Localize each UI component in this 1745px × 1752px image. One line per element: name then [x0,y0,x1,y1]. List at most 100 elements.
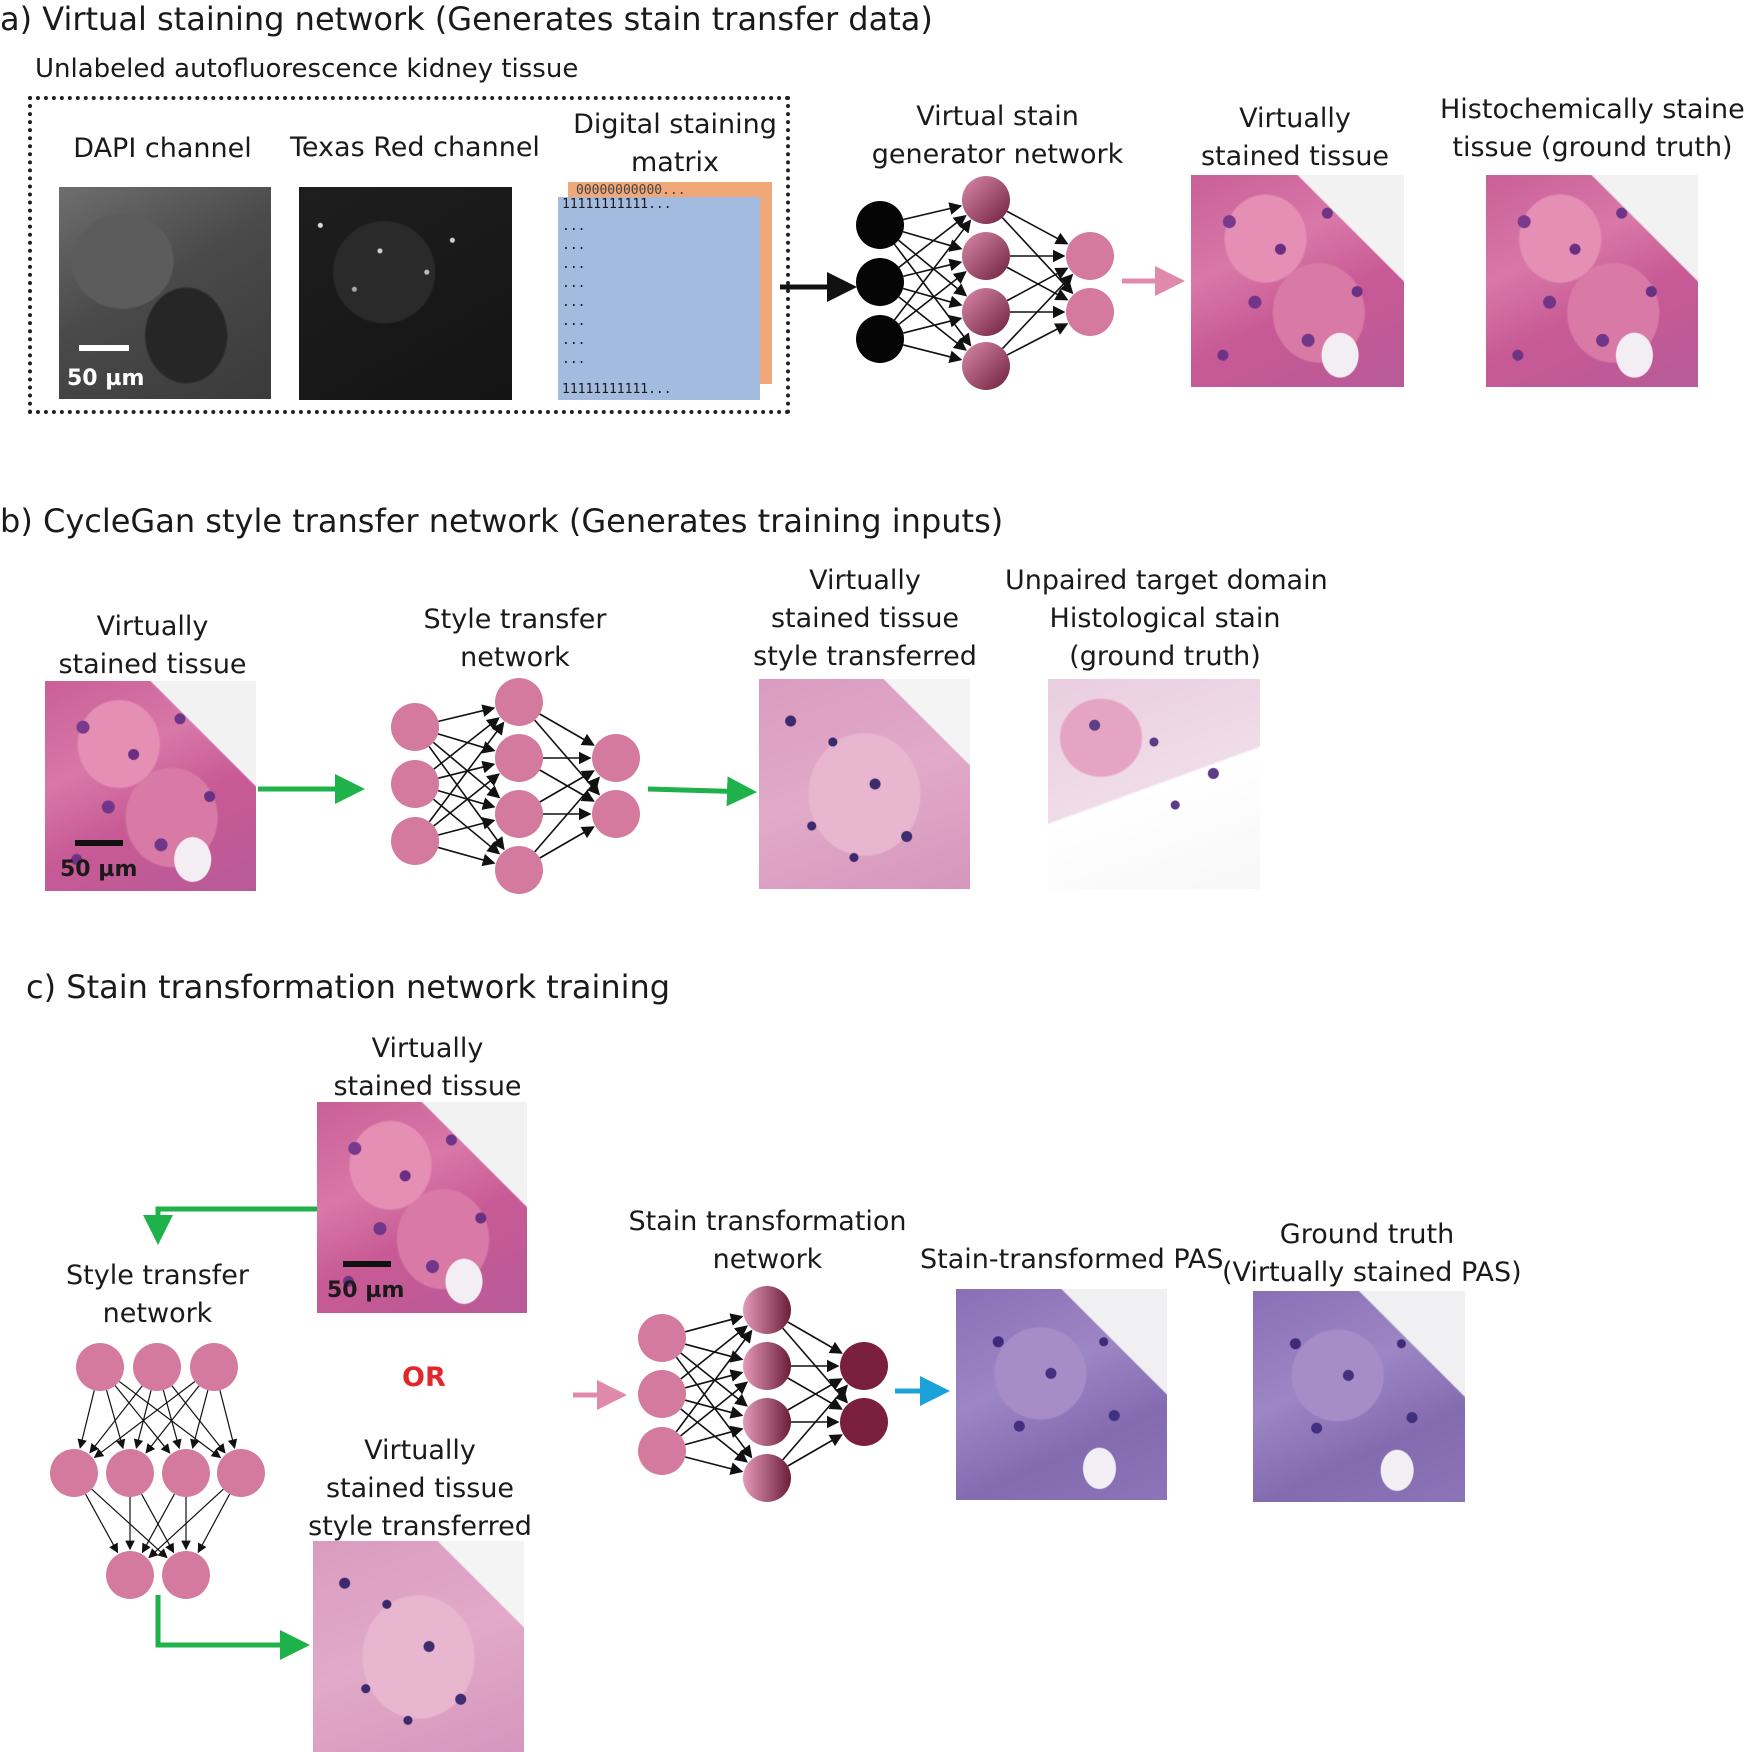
panel-b-title: b) CycleGan style transfer network (Gene… [0,502,1004,540]
stain-net-node [638,1427,686,1475]
stain-net-edge [675,1329,753,1433]
c-style-net-to-bottom-arrow [155,1595,310,1660]
stain-net-edge [680,1408,748,1463]
stain-net-node [840,1398,888,1446]
texas-red-image [299,187,512,400]
b-style-net-node [592,790,640,838]
generator-net-node [1066,288,1114,336]
generator-net-edge [1006,266,1069,301]
stain-net-edge [782,1384,849,1461]
c-style-net-edge [85,1493,119,1554]
stain-net-edge [684,1369,744,1389]
b-style-net-edge [438,760,496,779]
stain-net-edge [680,1325,748,1380]
b-style-net-node [391,703,439,751]
b-style-net-edge [539,769,595,802]
c-stain-transformed-image [956,1289,1167,1500]
generator-net-node [962,288,1010,336]
dapi-channel-image: 50 µm [59,187,271,399]
matrix-dots: ... [562,352,586,367]
generator-net-edge [898,271,967,325]
generator-net-edge [903,202,963,221]
c-style-net-edge [89,1385,143,1454]
generator-net-edge [903,258,963,278]
c-style-net-edge [190,1390,209,1450]
stain-net-edge [680,1381,749,1437]
generator-net-edge [1006,267,1069,302]
b-style-net-edge [432,741,501,799]
stain-net-edge [684,1425,744,1446]
stain-net-node [743,1454,791,1502]
panel-c-title: c) Stain transformation network training [26,968,671,1006]
c-style-net-edge [141,1493,175,1554]
b-style-net-node [391,817,439,865]
c-style-net-edge [118,1380,222,1459]
c-style-net-edge [171,1385,226,1454]
generator-net-node [962,342,1010,390]
b-output-arrow [647,776,757,807]
b-style-net-edge [539,770,595,803]
c-style-net-edge [133,1390,152,1449]
b-style-net-node [592,734,640,782]
generator-net-edge [898,296,967,351]
generator-net-edge [903,314,963,334]
b-style-net-edge [438,704,496,723]
matrix-dots: ... [562,295,586,310]
matrix-dots: ... [562,333,586,348]
stain-net-node [840,1342,888,1390]
generator-net-node [962,232,1010,280]
matrix-dots: ... [562,276,586,291]
c-style-net-node [217,1449,265,1497]
c-style-net-node [50,1449,98,1497]
stain-net-edge [684,1313,744,1333]
stain-net-edge [684,1343,744,1363]
generator-net-edge [893,243,972,347]
c-style-net-edge [77,1390,95,1449]
b-style-net-edge [428,745,505,851]
c-style-net-edge [93,1381,196,1459]
stain-net-edge [685,1456,744,1475]
stain-net-node [743,1342,791,1390]
c-input-top-image: 50 µm [317,1102,527,1313]
texas-red-label: Texas Red channel [290,132,540,163]
matrix-back-row: 00000000000... [576,183,686,198]
c-top-to-style-net-arrow [143,1206,317,1245]
generator-net-node [962,176,1010,224]
generator-net-edge [1006,323,1069,356]
matrix-dots: ... [562,314,586,329]
input-dashed-box [28,96,790,414]
b-input-image: 50 µm [45,681,256,891]
generator-net-edge [903,344,963,364]
generator-net-node [856,315,904,363]
stain-net-edge [787,1321,843,1354]
c-style-net-edge [91,1488,168,1559]
b-style-net-edge [539,713,595,746]
b-style-net-edge [437,789,496,810]
c-style-net-edge [219,1390,238,1449]
scale-bar-label: 50 µm [60,857,138,882]
scale-bar-line [343,1261,391,1267]
stain-net-node [638,1370,686,1418]
scale-bar-line [79,345,129,351]
c-style-net-node [106,1551,154,1599]
generator-net-edge [1006,210,1069,245]
b-style-net-edge [534,776,601,853]
generator-net-node [1066,232,1114,280]
scale-bar-label: 50 µm [67,366,145,391]
generator-net-edge [893,219,972,321]
matrix-row-top: 11111111111... [562,197,672,212]
stain-net-edge [787,1377,843,1410]
c-style-net-edge [197,1493,231,1554]
stain-net-node [743,1286,791,1334]
panel-a-title: a) Virtual staining network (Generates s… [0,0,933,38]
